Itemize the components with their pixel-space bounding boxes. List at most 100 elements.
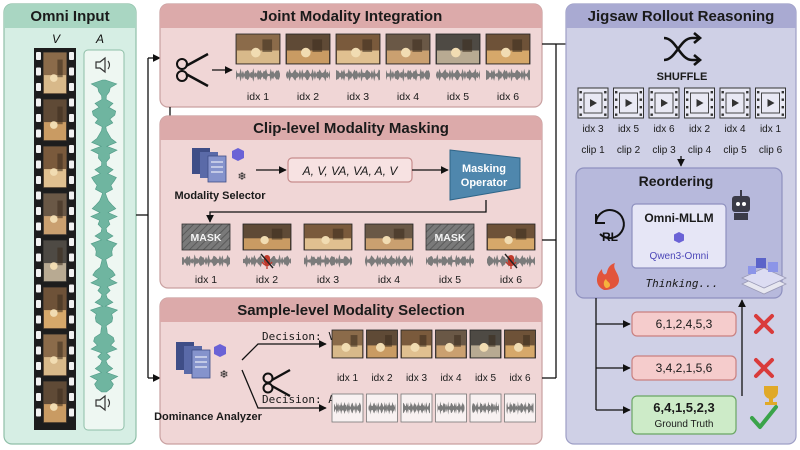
film-strip [34,48,76,430]
joint-video-frame [285,33,331,65]
sample-idx-label: idx 5 [475,373,497,384]
predicted-answer: 3,4,2,1,5,6 [631,355,737,381]
audio-waveform [304,254,352,268]
film-frame [42,98,68,142]
sample-idx-label: idx 4 [440,373,462,384]
masking-operator-label-1: Masking [462,163,506,175]
qwen-icon [674,232,684,243]
sample-title: Sample-level Modality Selection [237,302,465,319]
joint-video-frame [485,33,531,65]
scissors-icon [176,52,209,88]
audio-waveform [386,68,430,82]
sample-video-frame [469,329,502,359]
sample-video-frame [435,329,467,359]
puzzle-stack-icon [741,258,787,295]
modality-sequence: A, V, VA, VA, A, V [302,164,399,178]
masking-operator-label-2: Operator [461,177,508,189]
clip-label: clip 4 [688,145,712,156]
mask-block: MASK [425,223,475,251]
masked-idx-label: idx 2 [256,274,278,286]
masked-clip-video-frame [242,223,292,251]
reordering-title: Reordering [639,173,714,189]
film-frame [42,192,68,236]
shuffled-idx-label: idx 4 [724,124,746,135]
input-connector [136,54,161,382]
joint-video-frame [435,33,481,65]
audio-waveform [426,254,474,268]
muted-mic-icon [504,253,518,269]
sample-idx-label: idx 6 [509,373,531,384]
mask-text: MASK [191,232,222,244]
omni-input-title: Omni Input [30,8,109,25]
rl-cycle-icon: RL [595,209,625,244]
clip-label: clip 5 [723,145,747,156]
ground-truth-label: Ground Truth [655,419,714,430]
speaker-icon [95,56,111,74]
jigsaw-panel: Jigsaw Rollout Reasoning SHUFFLE idx 3cl… [565,3,797,445]
thinking-text: Thinking... [646,277,719,290]
audio-waveform [472,401,499,415]
joint-idx-label: idx 1 [247,91,269,103]
jigsaw-title: Jigsaw Rollout Reasoning [588,8,775,25]
clip-label: clip 1 [581,145,605,156]
masked-idx-label: idx 6 [500,274,522,286]
qwen-icon [232,148,244,161]
audio-waveform [403,401,430,415]
wrong-cross-icon [754,358,774,378]
shuffled-idx-label: idx 3 [582,124,604,135]
masking-operator: Masking Operator [449,149,521,201]
sample-idx-label: idx 3 [406,373,428,384]
fire-icon [596,263,619,290]
shuffled-idx-label: idx 2 [689,124,711,135]
shuffle-icon [663,32,703,66]
audio-waveform [506,401,534,415]
dominance-analyzer: ❄ Dominance Analyzer [154,342,263,423]
audio-waveform [336,68,380,82]
wrong-cross-icon [754,314,774,334]
audio-waveform [368,401,396,415]
clip-masking-panel: Clip-level Modality Masking ❄ Modality S… [159,115,543,289]
decision-v-label: Decision: V [262,330,335,343]
speaker-icon [95,394,111,412]
audio-waveform [436,68,480,82]
mask-block: MASK [181,223,231,251]
video-clip-icon [719,87,751,119]
mask-text: MASK [435,232,466,244]
film-frame [42,286,68,330]
joint-idx-label: idx 6 [497,91,519,103]
robot-icon [732,190,750,220]
predicted-answer: 6,1,2,4,5,3 [631,311,737,337]
modality-selector-label: Modality Selector [174,190,266,202]
video-label: V [52,32,61,46]
audio-label: A [95,32,104,46]
qwen-icon [214,344,226,357]
answer-sequence: 6,1,2,4,5,3 [656,317,713,331]
dominance-analyzer-label: Dominance Analyzer [154,411,263,423]
joint-idx-label: idx 5 [447,91,469,103]
video-clip-icon [755,87,786,119]
shuffled-idx-label: idx 5 [618,124,640,135]
joint-title: Joint Modality Integration [260,8,443,25]
decision-a-label: Decision: A [262,393,335,406]
audio-waveform [334,401,361,415]
vertical-waveform [89,79,119,393]
sample-video-frame [400,329,433,359]
sample-video-frame [366,329,398,359]
sample-idx-label: idx 2 [371,373,393,384]
masked-idx-label: idx 3 [317,274,339,286]
answer-sequence: 6,4,1,5,2,3 [653,400,714,415]
sample-idx-label: idx 1 [337,373,359,384]
audio-waveform [236,68,280,82]
omni-mllm-title: Omni-MLLM [644,211,713,225]
clip-label: clip 3 [652,145,676,156]
masked-idx-label: idx 4 [378,274,400,286]
clip-title: Clip-level Modality Masking [253,120,449,137]
sample-video-frame [331,329,364,359]
shuffled-idx-label: idx 6 [653,124,675,135]
answer-connector [595,298,746,414]
qwen3-omni-label: Qwen3-Omni [650,251,709,262]
video-clip-icon [684,87,715,119]
masked-idx-label: idx 5 [439,274,461,286]
omni-input-panel: Omni Input V A [3,3,137,445]
